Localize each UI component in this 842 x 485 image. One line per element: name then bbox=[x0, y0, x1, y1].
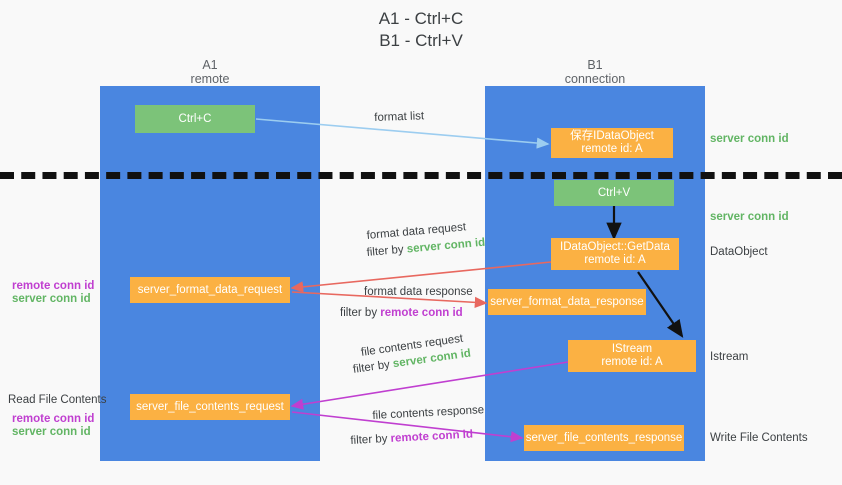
label-dataobject: DataObject bbox=[710, 246, 768, 258]
box-getdata-line1: IDataObject::GetData bbox=[560, 241, 670, 253]
label-remote-conn-id-2: remote conn id bbox=[12, 413, 95, 425]
box-server-file-contents-request-line1: server_file_contents_request bbox=[136, 400, 284, 413]
filter-value-4: remote conn id bbox=[390, 428, 474, 445]
edge-label-format-data-response: format data response bbox=[364, 286, 473, 298]
filter-value-2: remote conn id bbox=[380, 307, 463, 319]
box-ctrl-v-line1: Ctrl+V bbox=[597, 186, 631, 199]
box-server-format-data-response[interactable]: server_format_data_response bbox=[488, 289, 646, 315]
box-istream-line1: IStream bbox=[611, 343, 653, 355]
label-remote-conn-id-1: remote conn id bbox=[12, 280, 95, 292]
title-line-1: A1 - Ctrl+C bbox=[378, 9, 464, 28]
filter-prefix-4: filter by bbox=[350, 432, 391, 447]
box-istream-line2: remote id: A bbox=[601, 356, 663, 368]
lane-b1-sub: connection bbox=[564, 72, 626, 86]
box-save-idataobject-line2: remote id: A bbox=[581, 143, 643, 155]
label-write-file-contents: Write File Contents bbox=[710, 432, 808, 444]
label-server-conn-id-1: server conn id bbox=[12, 293, 91, 305]
box-ctrl-c[interactable]: Ctrl+C bbox=[135, 105, 255, 133]
edge-format-data-request bbox=[290, 261, 552, 293]
box-server-file-contents-response[interactable]: server_file_contents_response bbox=[524, 425, 684, 451]
phase-divider bbox=[0, 172, 842, 179]
box-getdata-line2: remote id: A bbox=[584, 254, 646, 266]
edge-file-contents-request bbox=[290, 361, 569, 410]
box-server-format-data-request[interactable]: server_format_data_request bbox=[130, 277, 290, 303]
label-server-conn-id-mid: server conn id bbox=[710, 211, 789, 223]
page-title: A1 - Ctrl+C B1 - Ctrl+V bbox=[0, 8, 842, 52]
edge-getdata-to-istream bbox=[637, 271, 684, 338]
box-getdata[interactable]: IDataObject::GetData remote id: A bbox=[551, 238, 679, 270]
box-save-idataobject[interactable]: 保存IDataObject remote id: A bbox=[551, 128, 673, 158]
box-ctrl-v[interactable]: Ctrl+V bbox=[554, 180, 674, 206]
edge-format-list bbox=[255, 118, 550, 149]
box-istream[interactable]: IStream remote id: A bbox=[568, 340, 696, 372]
lane-a1-name: A1 bbox=[202, 58, 218, 72]
filter-prefix-2: filter by bbox=[340, 307, 381, 319]
label-server-conn-id-top: server conn id bbox=[710, 133, 789, 145]
edge-label-format-data-response-filter: filter by remote conn id bbox=[340, 305, 463, 321]
label-istream: Istream bbox=[710, 351, 749, 363]
lane-a1-sub: remote bbox=[190, 72, 230, 86]
box-server-format-data-response-line1: server_format_data_response bbox=[490, 295, 644, 308]
label-server-conn-id-2: server conn id bbox=[12, 426, 91, 438]
edge-file-contents-response bbox=[291, 411, 524, 443]
box-server-format-data-request-line1: server_format_data_request bbox=[137, 283, 283, 296]
edge-label-format-list: format list bbox=[374, 110, 425, 124]
label-read-file-contents: Read File Contents bbox=[8, 394, 107, 406]
lane-b1-name: B1 bbox=[587, 58, 603, 72]
box-server-file-contents-response-line1: server_file_contents_response bbox=[525, 431, 683, 444]
edge-format-data-response bbox=[291, 291, 488, 308]
box-server-file-contents-request[interactable]: server_file_contents_request bbox=[130, 394, 290, 420]
box-ctrl-c-line1: Ctrl+C bbox=[178, 112, 212, 125]
box-save-idataobject-line1: 保存IDataObject bbox=[570, 130, 654, 142]
lane-header-b1: B1 connection bbox=[485, 58, 705, 86]
filter-prefix-1: filter by bbox=[366, 243, 408, 259]
lane-header-a1: A1 remote bbox=[100, 58, 320, 86]
title-line-2: B1 - Ctrl+V bbox=[379, 31, 463, 50]
